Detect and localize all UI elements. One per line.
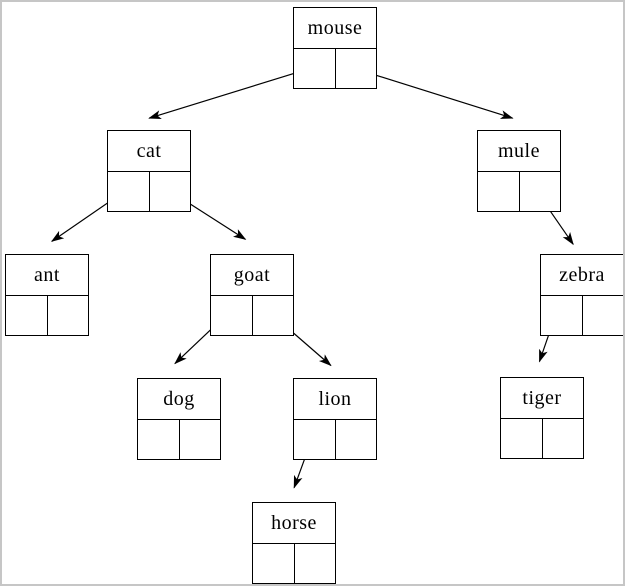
node-pointer-cells	[108, 172, 190, 211]
node-pointer-cell-right	[48, 296, 89, 335]
node-pointer-cells	[478, 172, 560, 211]
tree-node-lion: lion	[293, 378, 377, 460]
node-label: mule	[478, 131, 560, 172]
node-pointer-cell-left	[294, 49, 336, 88]
node-pointer-cell-left	[211, 296, 253, 335]
node-pointer-cells	[294, 49, 376, 88]
node-pointer-cell-left	[541, 296, 583, 335]
node-pointer-cells	[541, 296, 623, 335]
node-pointer-cell-left	[501, 419, 543, 458]
node-label: dog	[138, 379, 220, 420]
node-pointer-cell-right	[253, 296, 294, 335]
node-label: lion	[294, 379, 376, 420]
node-pointer-cell-right	[180, 420, 221, 459]
node-pointer-cell-left	[478, 172, 520, 211]
node-label: ant	[6, 255, 88, 296]
edge-mouse-cat	[148, 66, 314, 119]
node-pointer-cells	[6, 296, 88, 335]
tree-node-goat: goat	[210, 254, 294, 336]
node-label: goat	[211, 255, 293, 296]
node-label: zebra	[541, 255, 623, 296]
node-label: tiger	[501, 378, 583, 419]
node-label: horse	[253, 503, 335, 544]
node-pointer-cell-right	[336, 420, 377, 459]
node-pointer-cell-left	[294, 420, 336, 459]
node-pointer-cell-left	[253, 544, 295, 583]
node-pointer-cell-right	[295, 544, 336, 583]
node-pointer-cell-left	[6, 296, 48, 335]
node-pointer-cell-right	[543, 419, 584, 458]
node-pointer-cell-left	[138, 420, 180, 459]
node-label: cat	[108, 131, 190, 172]
node-label: mouse	[294, 8, 376, 49]
node-pointer-cells	[253, 544, 335, 583]
tree-node-horse: horse	[252, 502, 336, 584]
node-pointer-cell-right	[150, 172, 191, 211]
tree-node-ant: ant	[5, 254, 89, 336]
node-pointer-cells	[501, 419, 583, 458]
node-pointer-cell-right	[520, 172, 561, 211]
node-pointer-cell-right	[336, 49, 377, 88]
tree-node-tiger: tiger	[500, 377, 584, 459]
node-pointer-cell-left	[108, 172, 150, 211]
node-pointer-cells	[294, 420, 376, 459]
tree-node-dog: dog	[137, 378, 221, 460]
tree-node-zebra: zebra	[540, 254, 623, 336]
node-pointer-cells	[138, 420, 220, 459]
node-pointer-cells	[211, 296, 293, 335]
tree-node-cat: cat	[107, 130, 191, 212]
tree-node-mouse: mouse	[293, 7, 377, 89]
node-pointer-cell-right	[583, 296, 624, 335]
tree-node-mule: mule	[477, 130, 561, 212]
